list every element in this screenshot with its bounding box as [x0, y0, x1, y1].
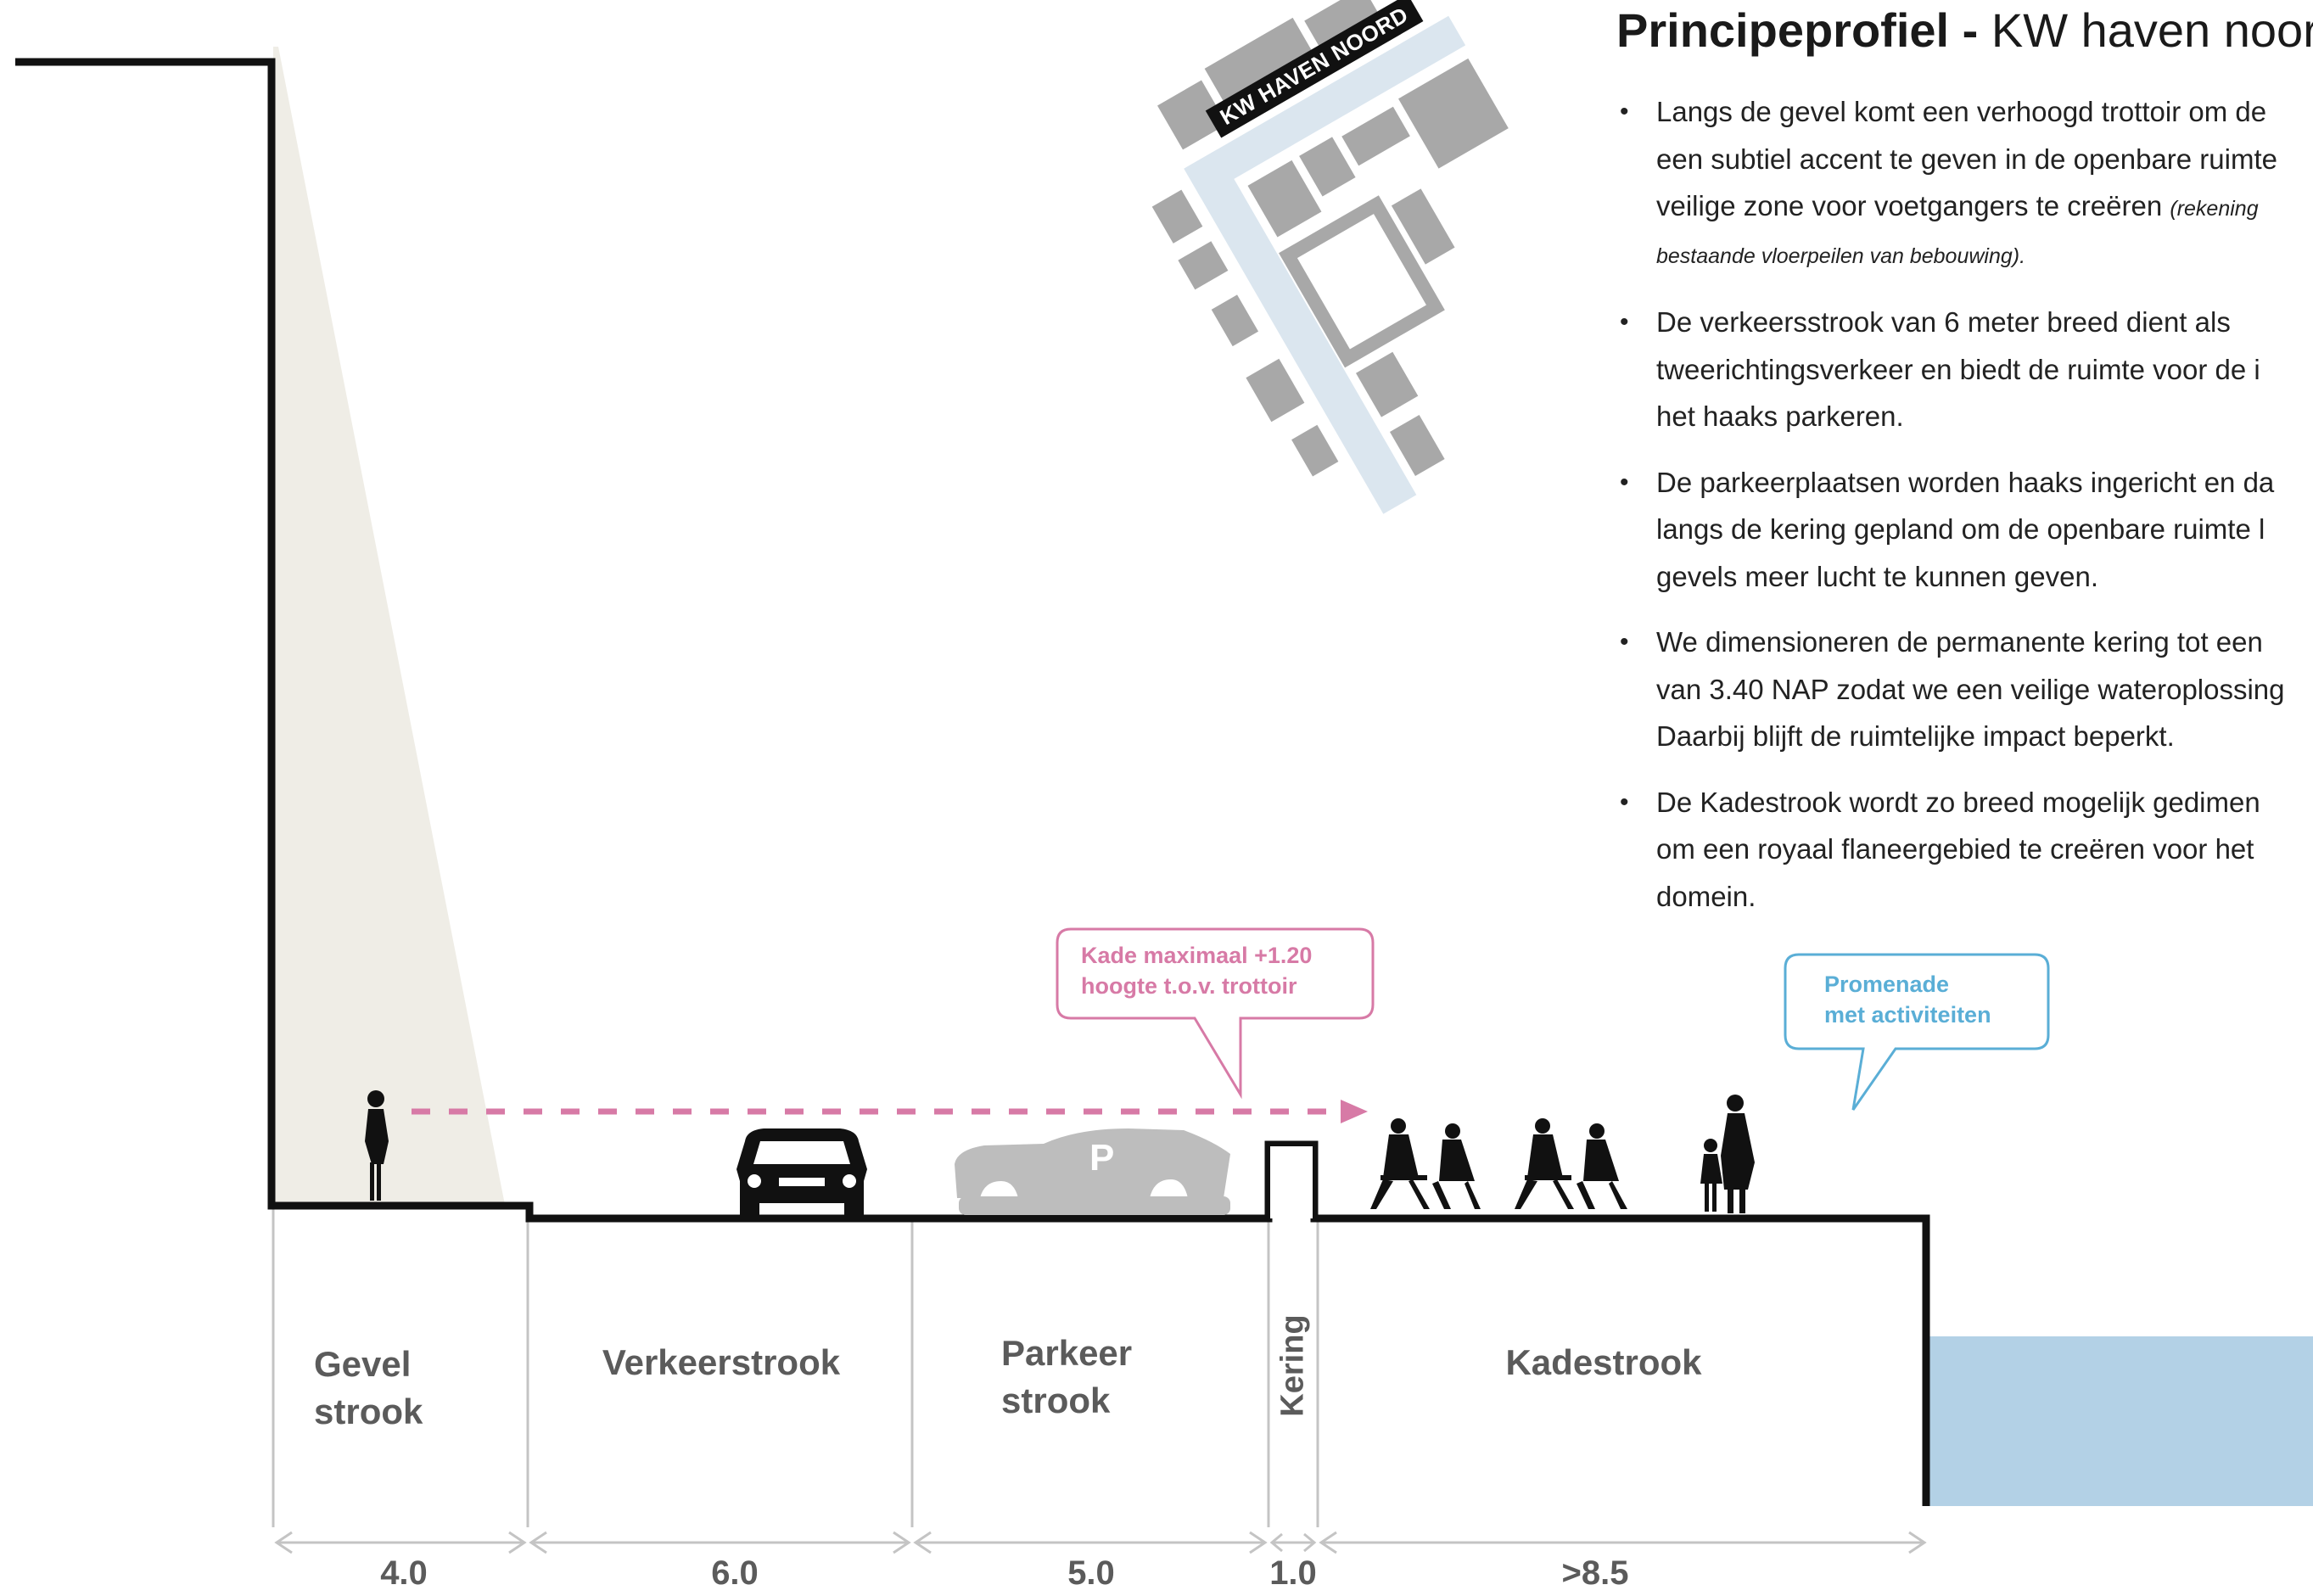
promenade-callout-text: Promenade met activiteiten [1824, 972, 1991, 1028]
zone-label-verkeer: Verkeerstrook [602, 1342, 841, 1382]
zone-label-kade: Kadestrook [1505, 1342, 1702, 1382]
promenade-callout-bubble [1784, 953, 2050, 1111]
list-item: De verkeersstrook van 6 meter breed dien… [1616, 299, 2313, 440]
walking-family-silhouettes [1700, 1095, 1755, 1213]
terrace-people-silhouettes [1370, 1118, 1627, 1209]
dimension-kering: 1.0 [1269, 1554, 1317, 1592]
zone-label-gevel: Gevel strook [314, 1344, 423, 1431]
dimension-verkeer: 6.0 [711, 1554, 759, 1592]
water-area [1929, 1336, 2313, 1506]
list-item: Langs de gevel komt een verhoogd trottoi… [1616, 88, 2313, 280]
pedestrian-silhouette [365, 1090, 389, 1201]
zone-label-kering: Kering [1274, 1314, 1311, 1417]
explanation-list: Langs de gevel komt een verhoogd trottoi… [1616, 88, 2313, 938]
dimension-parkeer: 5.0 [1067, 1554, 1115, 1592]
map-inset [1151, 0, 1509, 514]
parking-badge: P [1089, 1137, 1115, 1179]
kade-height-arrowhead [1341, 1100, 1368, 1123]
list-item: De Kadestrook wordt zo breed mogelijk ge… [1616, 779, 2313, 921]
zone-dividers [272, 1209, 1319, 1527]
kade-callout-bubble [1056, 927, 1375, 1100]
kering-wall [1270, 1146, 1313, 1218]
list-item: De parkeerplaatsen worden haaks ingerich… [1616, 459, 2313, 601]
map-street-horizontal [1184, 15, 1466, 199]
light-cone-fill [273, 81, 505, 1205]
map-street-vertical [1184, 149, 1417, 514]
kade-callout-text: Kade maximaal +1.20 hoogte t.o.v. trotto… [1081, 943, 1313, 999]
list-item: We dimensioneren de permanente kering to… [1616, 619, 2313, 760]
dimension-gevel: 4.0 [380, 1554, 428, 1592]
zone-label-parkeer: Parkeer strook [1001, 1333, 1133, 1420]
dimension-arrows [274, 1531, 1927, 1554]
parked-car-side [955, 1128, 1230, 1215]
page-title: Principeprofiel - KW haven noord [1616, 3, 2313, 57]
profile-line [15, 58, 1930, 1506]
dimension-kade: >8.5 [1561, 1554, 1629, 1592]
car-front-icon [736, 1128, 867, 1215]
